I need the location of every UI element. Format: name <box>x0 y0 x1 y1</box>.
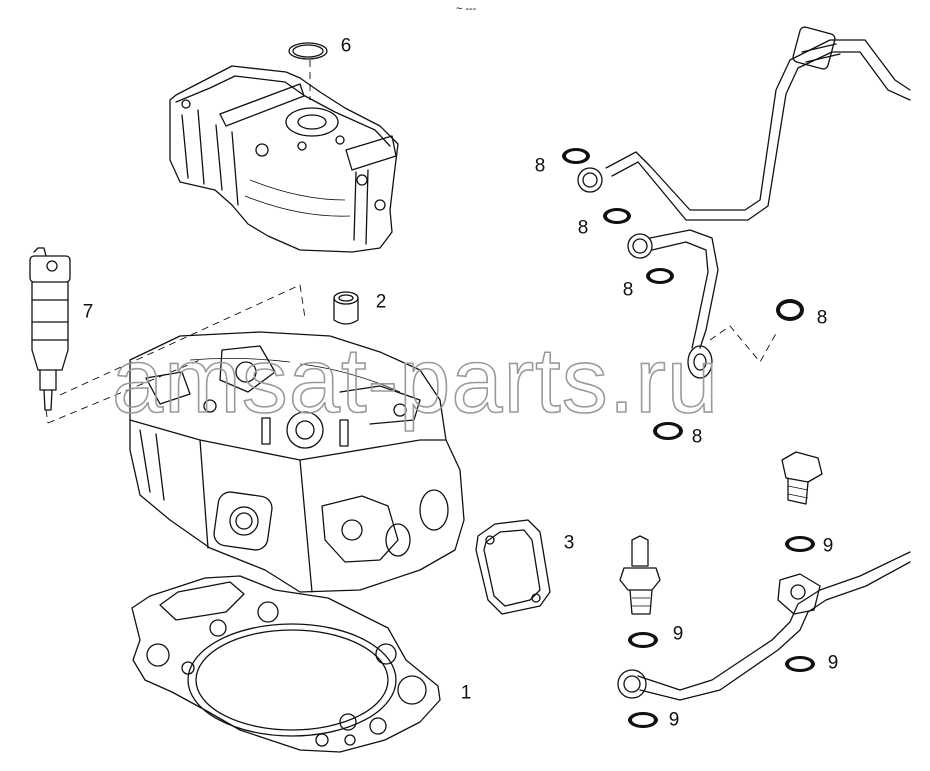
seal-ring-8b <box>603 208 631 224</box>
cylinder-head <box>129 331 465 593</box>
callout-labels: 1 2 3 6 7 8 8 8 8 8 9 9 9 9 <box>83 36 839 731</box>
callout-c7: 7 <box>83 302 94 323</box>
seal-ring-9b <box>628 632 658 648</box>
callout-c1: 1 <box>461 683 472 704</box>
header-mark: ~ --- <box>456 3 477 15</box>
callout-c8b: 8 <box>578 218 589 239</box>
injection-line-upper <box>577 26 911 221</box>
callout-c9c: 9 <box>828 653 839 674</box>
seal-ring-8d <box>776 299 804 321</box>
watermark: amsat-parts.ru <box>112 330 719 432</box>
exhaust-gasket <box>475 519 551 615</box>
banjo-bolt <box>781 451 823 505</box>
callout-c8a: 8 <box>535 156 546 177</box>
seal-ring-8e <box>653 422 683 440</box>
callout-c6: 6 <box>341 36 352 57</box>
callout-c2: 2 <box>376 292 387 313</box>
injection-line-lower <box>617 551 911 701</box>
seal-ring-8c <box>646 268 674 284</box>
callout-c9d: 9 <box>669 710 680 731</box>
callout-c9b: 9 <box>673 624 684 645</box>
callout-c3: 3 <box>564 533 575 554</box>
injection-line-lower-upper <box>627 229 779 379</box>
seal-ring-9c <box>785 656 815 672</box>
head-gasket <box>131 575 441 753</box>
injector <box>29 247 71 411</box>
callout-c9a: 9 <box>823 536 834 557</box>
callout-c8c: 8 <box>623 280 634 301</box>
valve-stem-seal <box>333 291 359 325</box>
callout-c8e: 8 <box>692 427 703 448</box>
seal-ring-9a <box>785 536 815 552</box>
valve-cover <box>169 60 399 253</box>
connector-fitting <box>619 535 661 615</box>
callout-c8d: 8 <box>817 308 828 329</box>
oring-6 <box>288 42 328 60</box>
seal-ring-9d <box>628 712 658 728</box>
seal-ring-8a <box>562 148 590 164</box>
